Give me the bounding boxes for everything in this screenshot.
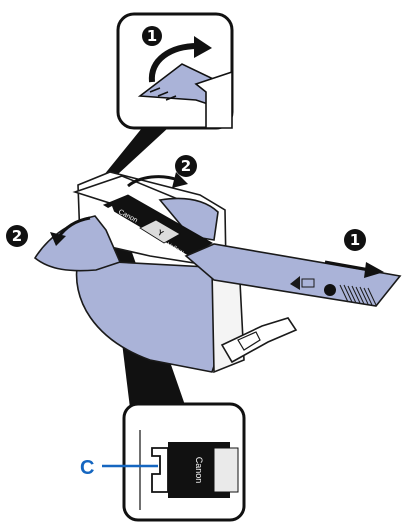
step-1-tape-marker: 1 (344, 229, 366, 251)
top-inset: 1 (118, 14, 232, 128)
step-2-left-marker: 2 (6, 225, 28, 247)
cartridge-body-wrap (77, 260, 226, 372)
ink-cartridge: Canon Y Yellow INK 226 (35, 172, 400, 372)
top-inset-step-label: 1 (147, 27, 157, 45)
step-2-left-label: 2 (12, 227, 22, 245)
bottom-inset: Canon (124, 404, 244, 520)
step-2-right-label: 2 (181, 157, 191, 175)
step-2-right-marker: 2 (175, 155, 197, 177)
bottom-inset-label-window (214, 448, 238, 492)
step-1-tape-label: 1 (350, 231, 360, 249)
bottom-inset-brand-text: Canon (194, 457, 204, 484)
callout-c-label: C (80, 457, 94, 479)
